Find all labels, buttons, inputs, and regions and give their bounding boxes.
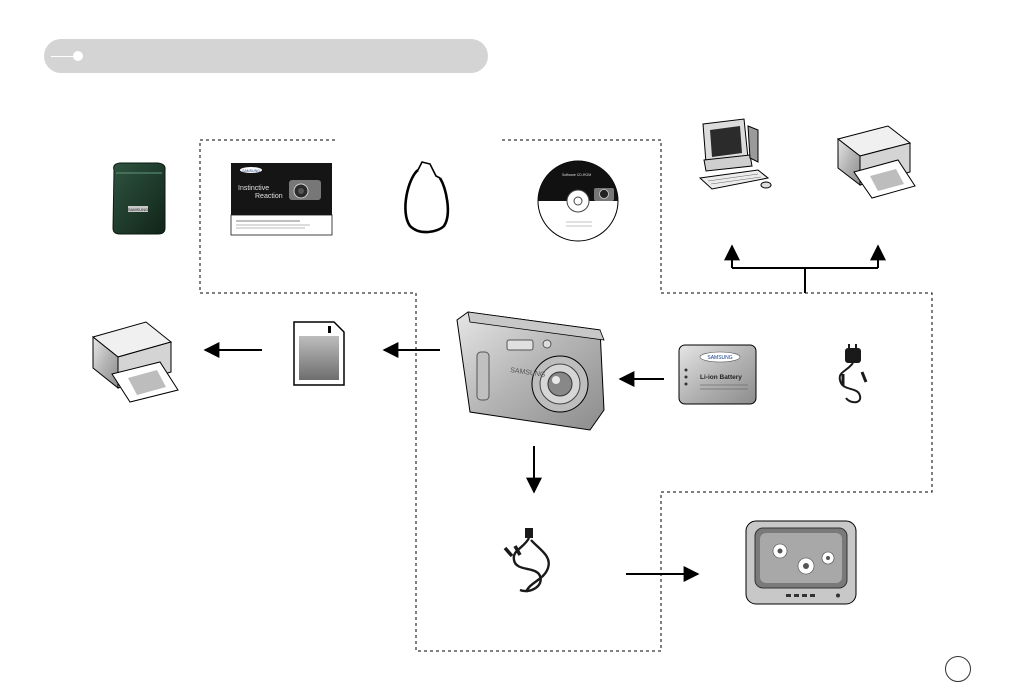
battery-label: Li-ion Battery	[700, 374, 742, 381]
ac-adapter-charger-image	[838, 344, 868, 404]
user-manual-image: SAMSUNG Instinctive Reaction	[230, 163, 333, 236]
cd-label: Software CD-ROM	[562, 173, 591, 177]
manual-title-line1: Instinctive	[238, 185, 269, 192]
manual-brand: SAMSUNG	[242, 169, 260, 173]
page-number-circle	[945, 656, 971, 682]
television-image	[745, 520, 857, 605]
sd-memory-card-image	[293, 321, 345, 386]
manual-title-line2: Reaction	[255, 193, 283, 200]
computer-image	[698, 118, 772, 190]
camera-strap-image	[404, 161, 450, 234]
printer-image-left	[91, 321, 179, 403]
case-brand-label: SAMSUNG	[128, 207, 148, 212]
printer-image-top	[836, 125, 916, 199]
section-header-bar	[44, 39, 488, 73]
battery-brand: SAMSUNG	[707, 355, 732, 361]
av-cable-image	[503, 528, 550, 593]
digital-camera-image: SAMSUNG	[456, 311, 605, 431]
software-cd-image: Software CD-ROM	[537, 160, 619, 242]
camera-brand: SAMSUNG	[510, 367, 546, 379]
li-ion-battery-image: SAMSUNG Li-ion Battery	[678, 344, 757, 405]
header-line-decoration	[51, 56, 75, 57]
pc-printer-connection-arrows	[724, 244, 886, 293]
camera-case-image: SAMSUNG	[112, 162, 166, 235]
header-dot-decoration	[73, 51, 83, 61]
